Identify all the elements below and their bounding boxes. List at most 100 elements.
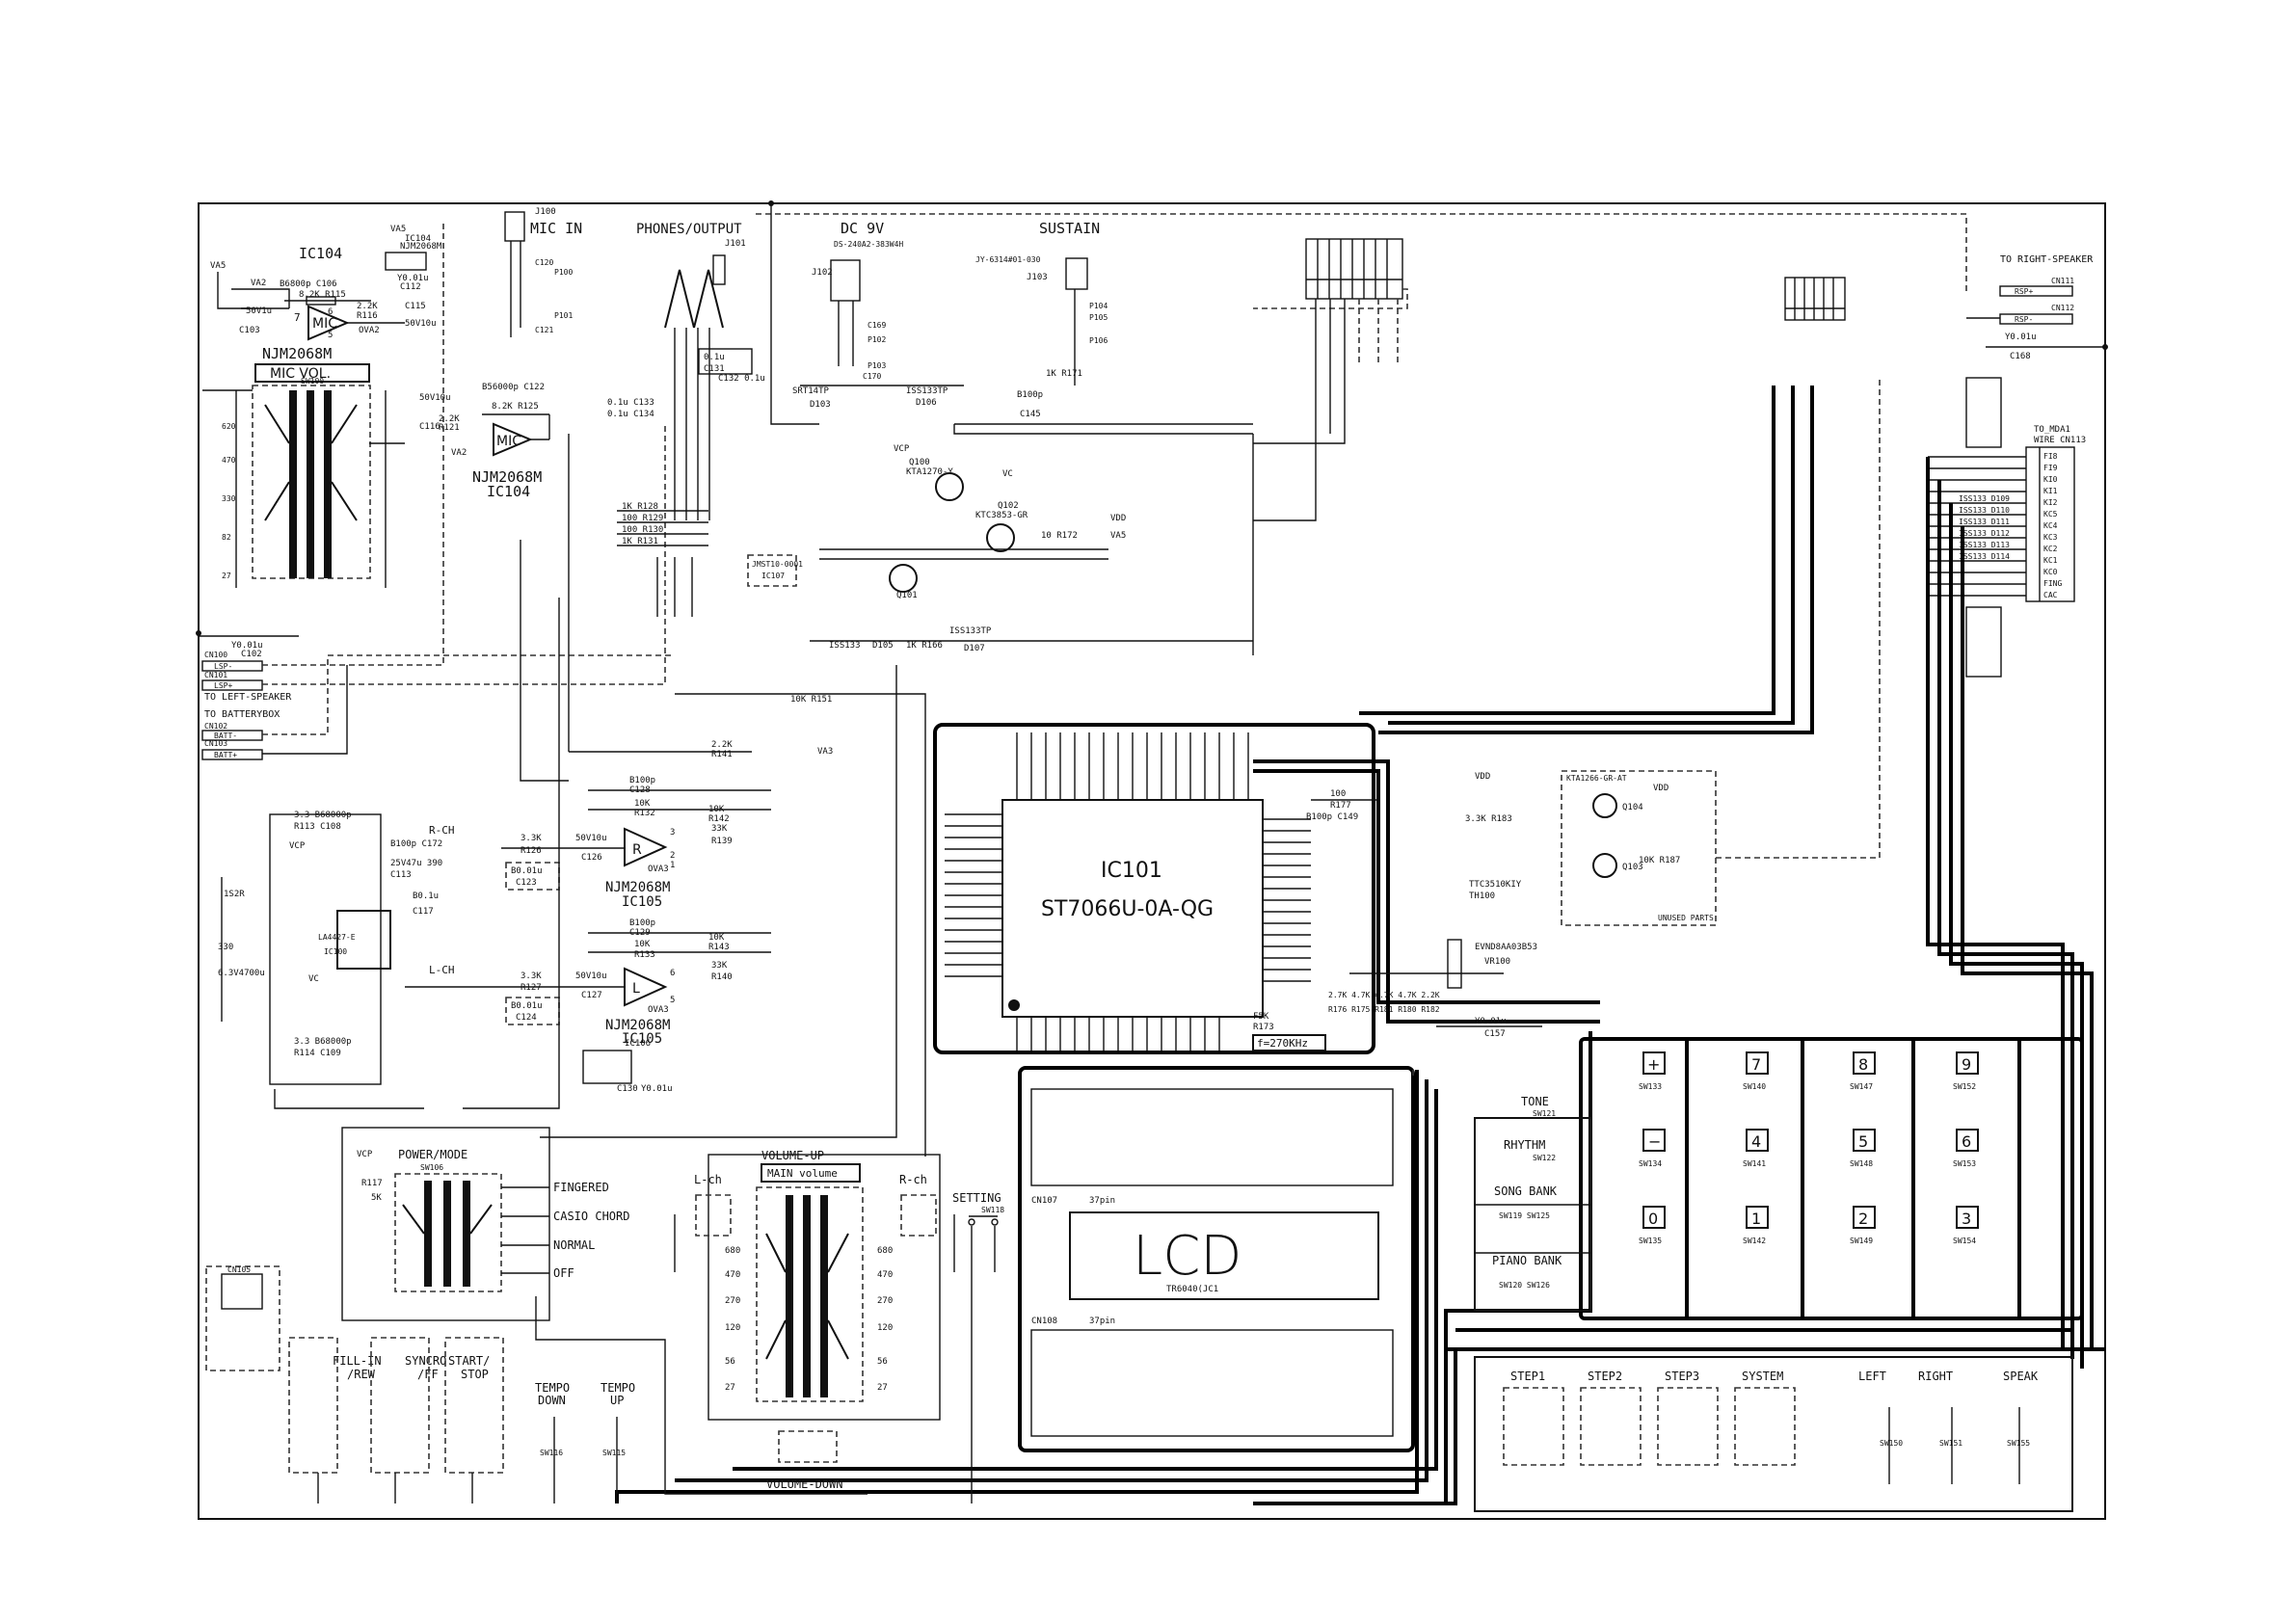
cn111-label: CN111 <box>2051 277 2074 285</box>
l-ch-2-label: L-ch <box>694 1173 722 1186</box>
svg-text:NJM2068M: NJM2068M <box>400 242 442 252</box>
dc-part: DS-240A2-383W4H <box>834 240 903 249</box>
svg-text:100 R130: 100 R130 <box>622 525 663 535</box>
svg-text:C145: C145 <box>1020 410 1041 419</box>
svg-text:3.3K R183: 3.3K R183 <box>1465 814 1512 824</box>
svg-text:27: 27 <box>222 572 231 580</box>
svg-text:2.7K 4.7K 4.7K 4.7K 2.2K: 2.7K 4.7K 4.7K 4.7K 2.2K <box>1328 991 1440 999</box>
key-4[interactable] <box>1746 1129 1769 1152</box>
svg-text:SW135: SW135 <box>1639 1237 1662 1245</box>
power-mode-switch: POWER/MODE SW106 VCP R117 5K FINGERED CA… <box>341 1127 629 1321</box>
svg-text:3.3K: 3.3K <box>521 834 542 843</box>
svg-text:33K: 33K <box>711 824 728 834</box>
svg-text:SW152: SW152 <box>1953 1082 1976 1091</box>
svg-text:470: 470 <box>725 1270 740 1280</box>
unused-parts-label: UNUSED PARTS <box>1658 914 1714 922</box>
amp-l-label: L <box>632 981 640 997</box>
rsp-plus-label: RSP+ <box>2015 287 2033 296</box>
svg-text:680: 680 <box>725 1246 740 1256</box>
rew-label: /REW <box>347 1368 376 1381</box>
key-6-label: 6 <box>1962 1132 1971 1151</box>
svg-text:C126: C126 <box>581 853 602 863</box>
svg-text:VDD: VDD <box>1653 784 1669 793</box>
svg-text:C127: C127 <box>581 991 602 1000</box>
stop-label: STOP <box>461 1368 489 1381</box>
r140-label: R140 <box>711 972 733 982</box>
step-buttons: STEP1 STEP2 STEP3 SYSTEM LEFT RIGHT SPEA… <box>1474 1356 2073 1512</box>
mic-section: IC104 VA5 VA2 B6800p C106 8.2K R115 MIC … <box>199 207 582 659</box>
svg-text:ISS133 D110: ISS133 D110 <box>1959 506 2010 515</box>
svg-text:3.3K: 3.3K <box>521 971 542 981</box>
svg-text:6.3V4700u: 6.3V4700u <box>218 969 265 978</box>
tempo-up-label-a: TEMPO <box>601 1381 635 1395</box>
key-8[interactable] <box>1853 1051 1876 1075</box>
key-0-label: 0 <box>1648 1210 1658 1228</box>
svg-text:470: 470 <box>222 456 236 465</box>
ic101-section: IC101 ST7066U-0A-QG <box>933 723 1542 1054</box>
svg-text:100 R129: 100 R129 <box>622 514 663 523</box>
phones-output-label: PHONES/OUTPUT <box>636 222 742 237</box>
tempo-up-label-b: UP <box>610 1394 624 1407</box>
ic104-top-label: IC104 <box>299 245 342 262</box>
svg-text:0.1u: 0.1u <box>704 353 725 362</box>
ic104-part-top: NJM2068M <box>262 345 332 362</box>
svg-text:ISS133 D114: ISS133 D114 <box>1959 552 2010 561</box>
control-bus <box>615 386 2105 1505</box>
cn105-label: CN105 <box>227 1265 251 1274</box>
key-1[interactable] <box>1746 1206 1769 1229</box>
svg-text:C124: C124 <box>516 1013 537 1023</box>
key-6[interactable] <box>1956 1129 1979 1152</box>
tone-label: TONE <box>1521 1095 1549 1108</box>
key-5[interactable] <box>1853 1129 1876 1152</box>
svg-text:P102: P102 <box>868 335 886 344</box>
key-9[interactable] <box>1956 1051 1979 1075</box>
svg-text:R176 R175 R181 R180 R182: R176 R175 R181 R180 R182 <box>1328 1005 1440 1014</box>
va3-label: VA3 <box>817 747 833 757</box>
svg-text:KI2: KI2 <box>2043 498 2058 507</box>
svg-text:C116: C116 <box>419 422 441 432</box>
svg-text:VCP: VCP <box>357 1150 373 1159</box>
svg-text:P105: P105 <box>1089 313 1108 322</box>
svg-text:3: 3 <box>670 828 675 838</box>
svg-text:SW150: SW150 <box>1880 1439 1903 1448</box>
svg-text:KC3: KC3 <box>2043 533 2058 542</box>
batt-minus-label: BATT- <box>214 732 237 740</box>
key-0[interactable] <box>1642 1206 1666 1229</box>
r143-label: R143 <box>708 943 730 952</box>
svg-text:KTC3853-GR: KTC3853-GR <box>975 511 1028 520</box>
speak-label: SPEAK <box>2003 1370 2039 1383</box>
key-3[interactable] <box>1956 1206 1979 1229</box>
svg-text:50V10u: 50V10u <box>575 834 607 843</box>
ic101-pins-bottom <box>1016 1017 1220 1051</box>
key-7[interactable] <box>1746 1051 1769 1075</box>
unused-parts: KTA1266-GR-AT Q104 VDD Q103 10K R187 UNU… <box>1561 376 1881 926</box>
svg-text:ISS133TP: ISS133TP <box>949 626 992 636</box>
sustain-ref: J103 <box>1027 273 1048 282</box>
vcp-label: VCP <box>894 444 910 454</box>
svg-text:P103: P103 <box>868 361 886 370</box>
svg-text:120: 120 <box>725 1323 740 1333</box>
key-2[interactable] <box>1853 1206 1876 1229</box>
to-batterybox: TO BATTERYBOX <box>204 709 280 720</box>
svg-text:SW121: SW121 <box>1533 1109 1556 1118</box>
vr100-label: VR100 <box>1484 957 1510 967</box>
svg-text:25V47u 390: 25V47u 390 <box>390 859 442 868</box>
svg-text:Y0.01u: Y0.01u <box>641 1084 673 1094</box>
key-plus[interactable] <box>1642 1051 1666 1075</box>
keypad: TONE RHYTHM SONG BANK PIANO BANK SW121 S… <box>1474 1037 2084 1320</box>
svg-text:VA2: VA2 <box>451 448 467 458</box>
svg-text:50V10u: 50V10u <box>419 393 451 403</box>
right-top-connectors: TO RIGHT-SPEAKER CN111 RSP+ CN112 RSP- Y… <box>752 213 2105 678</box>
cn102-label: CN102 <box>204 722 227 731</box>
svg-text:KC0: KC0 <box>2043 568 2058 576</box>
q100-label: Q100 <box>909 458 930 467</box>
svg-text:KI0: KI0 <box>2043 475 2058 484</box>
mic-in-ref: J100 <box>535 207 556 217</box>
step1-label: STEP1 <box>1510 1370 1545 1383</box>
svg-text:R113 C108: R113 C108 <box>294 822 341 832</box>
svg-text:TH100: TH100 <box>1469 891 1495 901</box>
svg-text:100: 100 <box>1330 789 1346 799</box>
key-minus[interactable] <box>1642 1129 1666 1152</box>
svg-text:0.1u C134: 0.1u C134 <box>607 410 654 419</box>
key-7-label: 7 <box>1751 1055 1761 1074</box>
